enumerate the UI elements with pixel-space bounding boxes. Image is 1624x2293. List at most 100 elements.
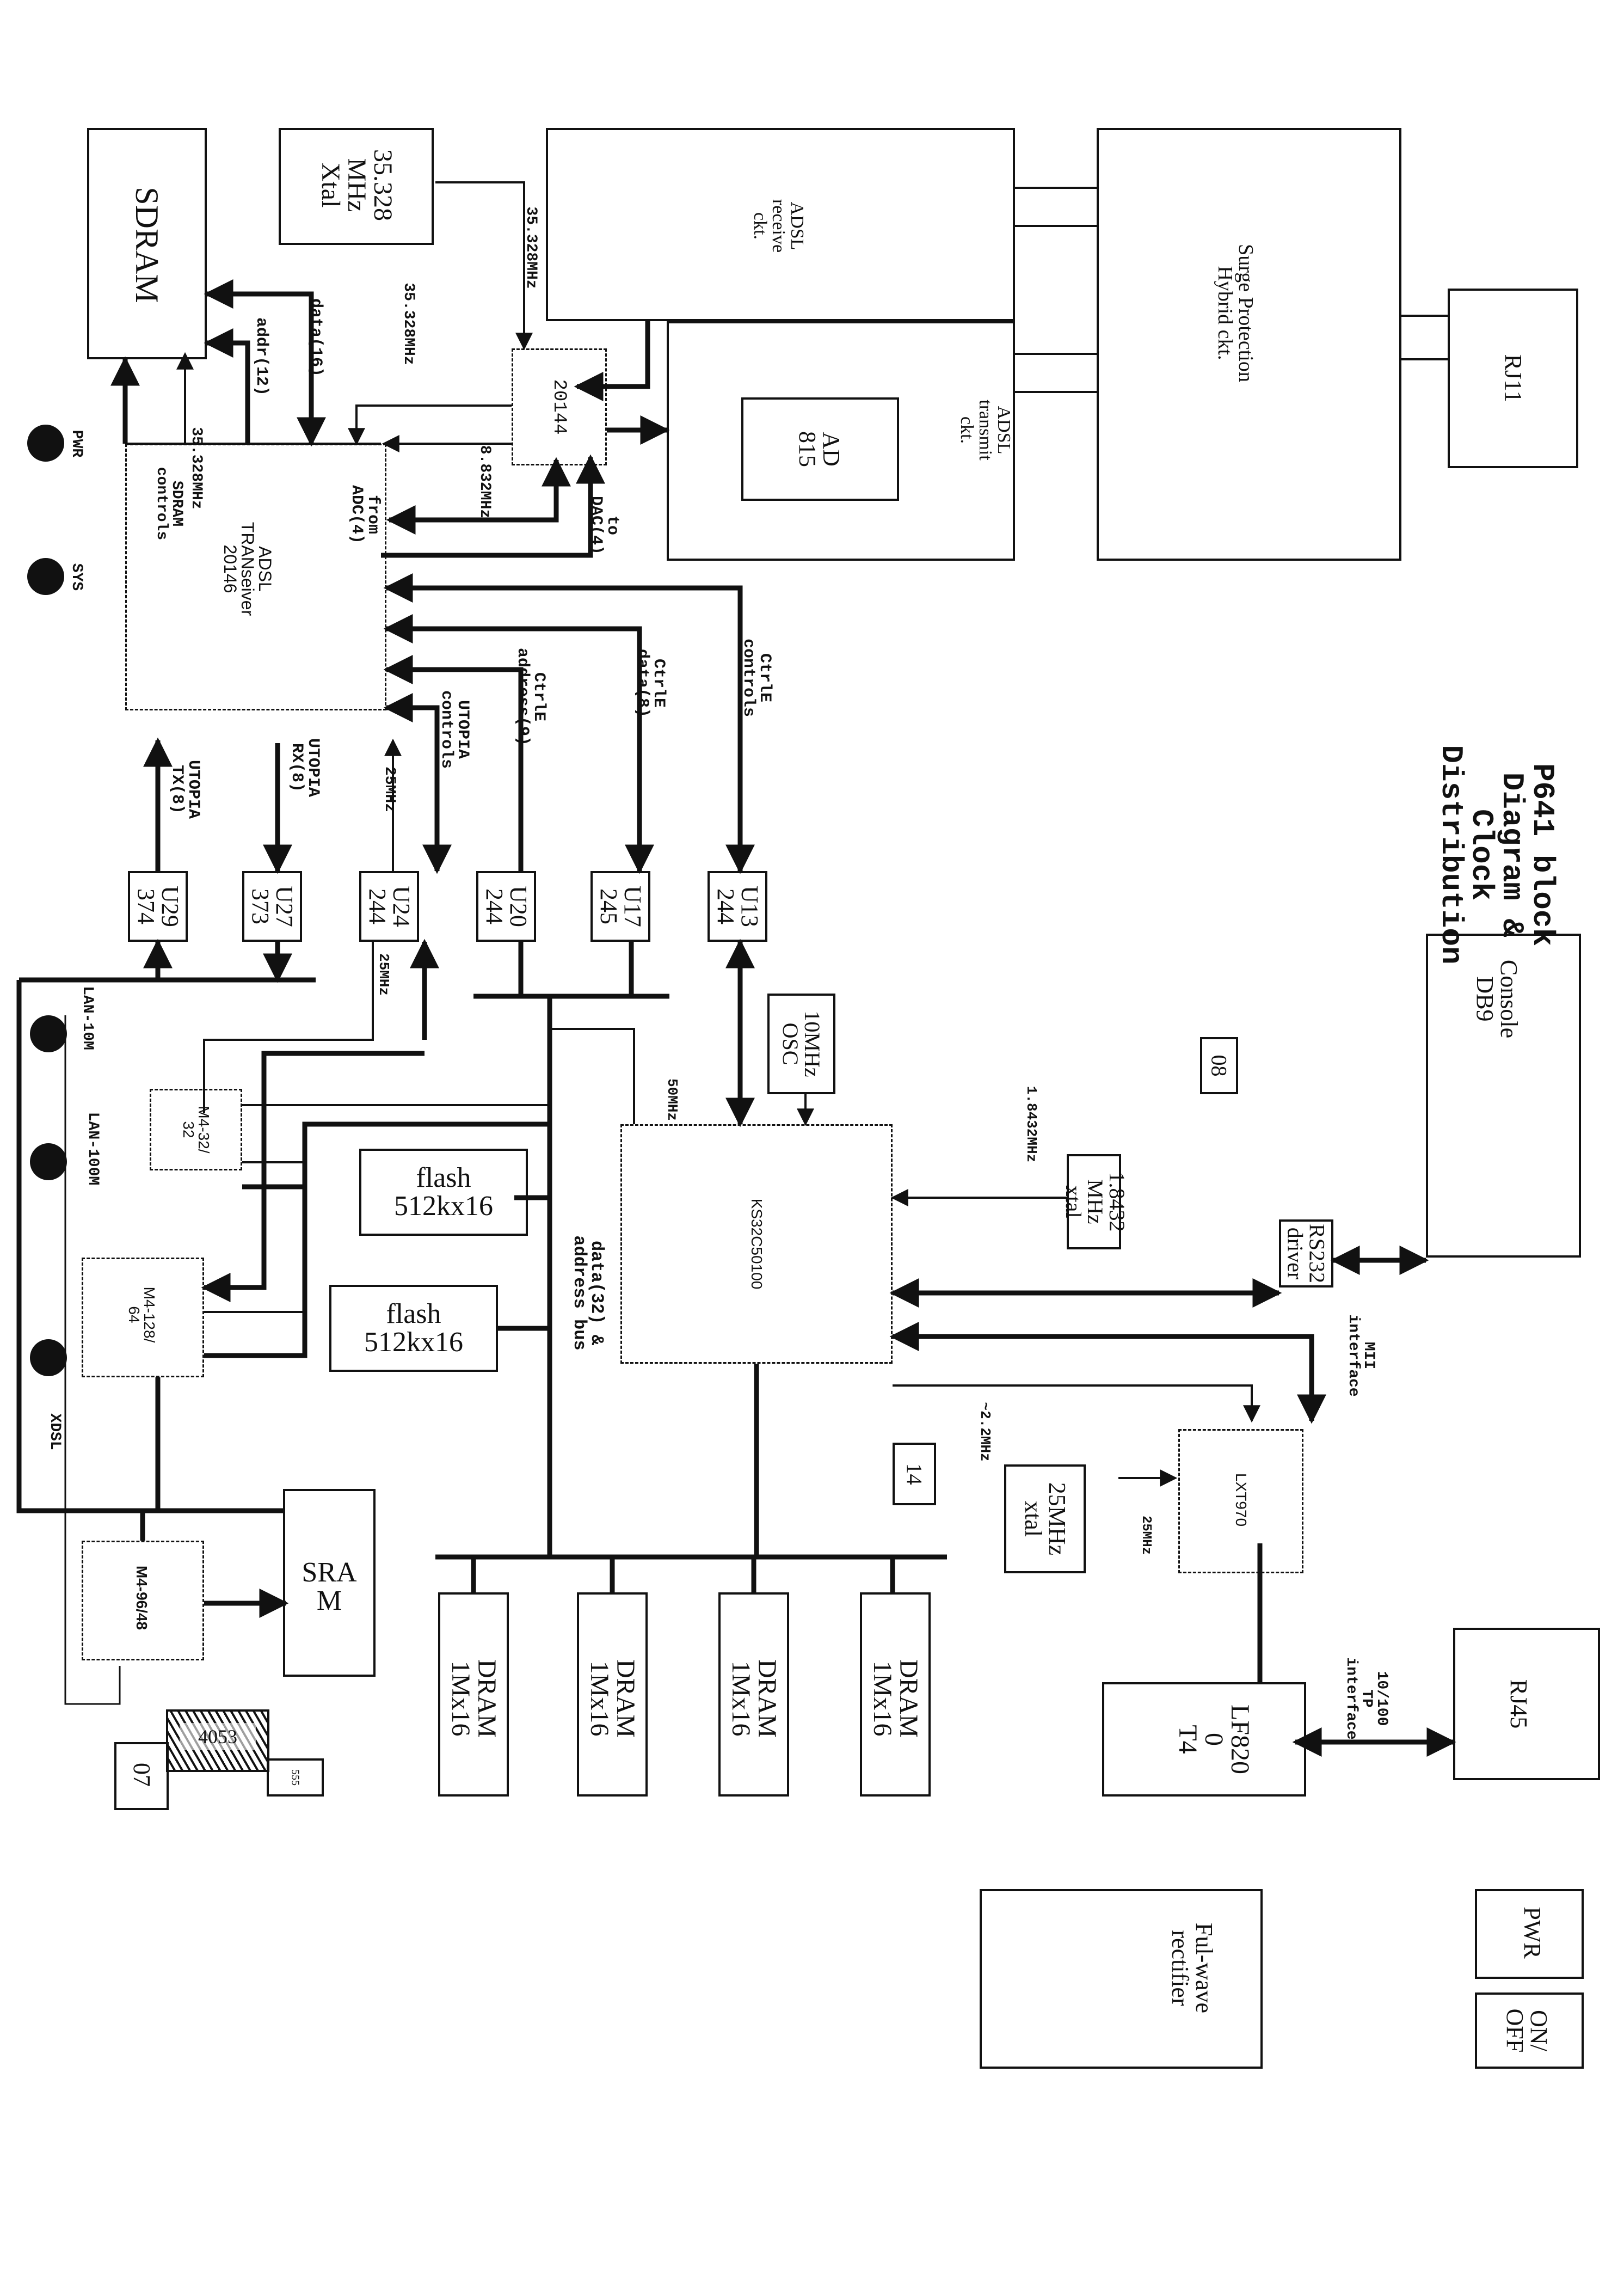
- signal-data16-label: data(16): [306, 298, 325, 377]
- u20-label: U20 244: [481, 886, 532, 927]
- wire-mii: [889, 1322, 1326, 1424]
- wire-adc: [386, 457, 571, 535]
- wire-m4128-main: [204, 1124, 307, 1358]
- chip-4053-label: 4053: [180, 1723, 256, 1750]
- signal-25mhz-cpld-label: 25MHz: [376, 953, 392, 996]
- wire-ctrle-controls: [383, 573, 755, 874]
- u27-label: U27 373: [247, 886, 298, 927]
- m4-128-block: [82, 1258, 204, 1377]
- signal-utopia-controls-label: UTOPIA controls: [437, 690, 472, 769]
- box-07: [114, 1742, 169, 1810]
- box-07-label: 07: [128, 1763, 155, 1787]
- led-lan100m-indicator: [30, 1143, 67, 1180]
- cpu-ks32c50100-block: [620, 1124, 893, 1364]
- wire-50mhz: [550, 1028, 635, 1124]
- signal-25mhz-u24-label: 25MHz: [381, 766, 398, 812]
- surge-protection-label: Surge Protection Hybrid ckt.: [1214, 244, 1257, 382]
- u29-block: [128, 871, 188, 942]
- xtal-18432-block: [1067, 1154, 1121, 1249]
- signal-tp-interface-label: 10/100 TP interface: [1343, 1657, 1390, 1740]
- led-xdsl-indicator: [30, 1339, 67, 1376]
- m4-96-block: [82, 1541, 204, 1660]
- signal-ctrle-data-label: CtrlE data(8): [633, 648, 668, 718]
- adsl-transceiver-label: ADSL TRANseiver 20146: [220, 522, 275, 616]
- pwr-connector-block: [1475, 1889, 1584, 1979]
- chip-555-label: 555: [289, 1769, 302, 1786]
- led-lan10m-indicator: [30, 1015, 67, 1052]
- signal-from-adc-label: from ADC(4): [347, 485, 382, 544]
- dram-4-label: DRAM 1Mx16: [868, 1659, 923, 1738]
- on-off-switch-block: [1475, 1992, 1584, 2069]
- signal-35mhz-20144-label: 35.328MHz: [400, 283, 417, 365]
- adsl-transmit-block: [667, 321, 1015, 561]
- rj11-block: [1448, 289, 1578, 468]
- wire-20144-35mhz: [348, 404, 512, 446]
- u29-label: U29 374: [133, 886, 183, 927]
- rs232-driver-block: [1279, 1219, 1333, 1287]
- box-08-label: 08: [1207, 1054, 1232, 1077]
- cpu-ks32c50100-label: KS32C50100: [748, 1198, 765, 1290]
- signal-utopia-tx-label: UTOPIA TX(8): [168, 759, 202, 819]
- wire-25mhz-cpld: [203, 942, 374, 1113]
- adsl-receive-block: [546, 128, 1015, 321]
- wire-m432-128: [261, 1051, 425, 1111]
- sram-label: SRA M: [302, 1557, 357, 1616]
- osc-10mhz-label: 10MHz OSC: [778, 1010, 825, 1077]
- signal-sdram-controls-label: SDRAM controls: [153, 467, 185, 541]
- m4-128-label: M4-128/ 64: [126, 1286, 158, 1343]
- flash-2-block: [329, 1285, 498, 1372]
- on-off-switch-label: ON/ OFF: [1502, 2008, 1552, 2053]
- u17-label: U17 245: [595, 886, 646, 927]
- signal-22mhz-label: ~2.2MHz: [977, 1402, 993, 1462]
- box-14-label: 14: [902, 1463, 927, 1485]
- adsl-receive-label: ADSL receive ckt.: [750, 199, 807, 253]
- dram-3-block: [718, 1592, 789, 1797]
- rj45-label: RJ45: [1505, 1679, 1532, 1729]
- rj45-block: [1453, 1628, 1600, 1780]
- flash-1-block: [359, 1149, 528, 1236]
- signal-35mhz-xtal-label: 35.328MHz: [522, 206, 539, 289]
- console-db9-label: Console DB9: [1472, 959, 1522, 1039]
- chip-555-block: [267, 1758, 324, 1797]
- signal-mii-interface-label: MII interface: [1345, 1314, 1377, 1397]
- sram-block: [283, 1489, 376, 1677]
- rectifier-label: Ful-wave rectifier: [1167, 1922, 1217, 2014]
- xtal-18432-label: 1.8432 MHz xtal: [1061, 1172, 1130, 1232]
- dram-1-label: DRAM 1Mx16: [446, 1659, 501, 1738]
- title-line-3: Clock: [1464, 808, 1499, 900]
- wire-lan-left: [16, 980, 283, 1513]
- u24-label: U24 244: [364, 886, 415, 927]
- wire-22mhz: [893, 1384, 1260, 1423]
- u17-block: [590, 871, 650, 942]
- box-14: [893, 1443, 936, 1505]
- m4-32-block: [150, 1089, 242, 1170]
- signal-25mhz-lxt-label: 25MHz: [1139, 1515, 1153, 1555]
- ad815-label: AD 815: [794, 431, 845, 467]
- led-lan100m-label: LAN-100M: [84, 1112, 101, 1186]
- xtal-35mhz-block: [279, 128, 434, 245]
- u24-block: [359, 871, 419, 942]
- dram-4-block: [860, 1592, 931, 1797]
- surge-protection-block: [1097, 128, 1401, 561]
- led-sys-indicator: [27, 558, 64, 595]
- led-sys-label: SYS: [68, 563, 85, 591]
- signal-to-dac-label: to DAC(4): [587, 495, 622, 555]
- console-db9-block: [1426, 934, 1581, 1258]
- wire-sdram-data: [204, 279, 326, 447]
- wire-ctrle-data: [383, 614, 654, 874]
- title-line-2: Diagram &: [1494, 772, 1529, 937]
- signal-8832mhz-label: 8.832MHz: [476, 445, 493, 519]
- sdram-block: [87, 128, 207, 359]
- dram-2-label: DRAM 1Mx16: [585, 1659, 640, 1738]
- dram-2-block: [577, 1592, 648, 1797]
- adsl-transmit-label: ADSL transmit ckt.: [957, 400, 1014, 461]
- dram-3-label: DRAM 1Mx16: [727, 1659, 782, 1738]
- u20-block: [476, 871, 536, 942]
- u27-block: [242, 871, 302, 942]
- pwr-connector-label: PWR: [1519, 1906, 1546, 1959]
- led-lan10m-label: LAN-10M: [79, 986, 96, 1050]
- m4-32-label: M4-32/ 32: [180, 1106, 212, 1154]
- lf8200-label: LF820 0 T4: [1173, 1704, 1254, 1774]
